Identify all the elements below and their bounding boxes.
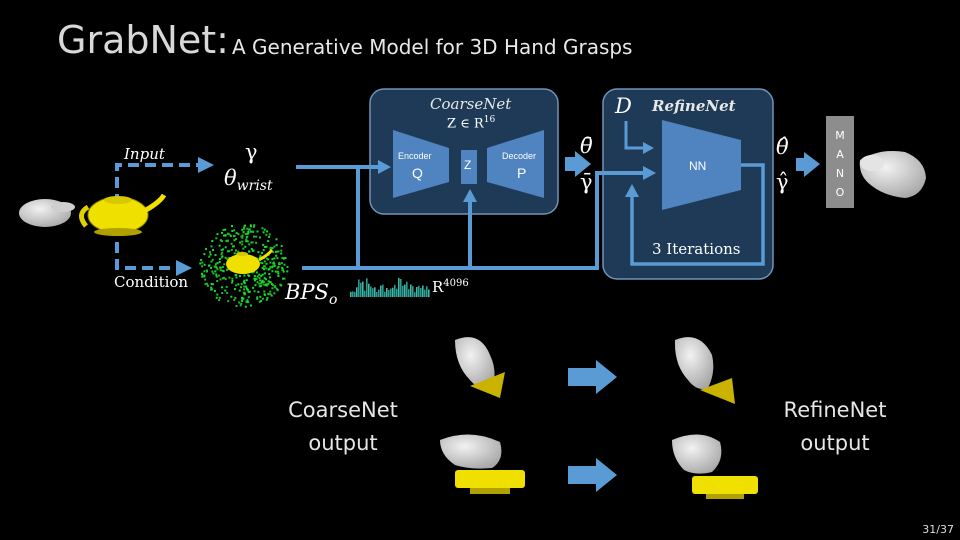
gamma-symbol: γ bbox=[245, 140, 258, 164]
bps-dimension: R4096 bbox=[432, 278, 469, 296]
iterations-label: 3 Iterations bbox=[652, 240, 741, 258]
bps-histogram bbox=[350, 278, 430, 297]
decoder-letter: P bbox=[517, 165, 527, 181]
teapot-hand-image bbox=[19, 193, 167, 236]
bps-symbol: BPSo bbox=[285, 280, 338, 309]
coarse-output-image-2 bbox=[440, 434, 525, 494]
coarsenet-title: CoarseNet bbox=[430, 95, 512, 113]
condition-dashed-arrow bbox=[115, 225, 178, 270]
z-block bbox=[461, 150, 477, 184]
refine-output-arrow bbox=[804, 152, 820, 177]
encoder-block bbox=[393, 130, 449, 198]
coarse-output-arrow bbox=[575, 151, 591, 177]
d-label: D bbox=[615, 94, 632, 118]
decoder-label: Decoder bbox=[502, 151, 537, 161]
compare-arrow-2 bbox=[596, 458, 617, 492]
coarse-gamma-bar: γ̄ bbox=[580, 170, 593, 194]
coarse-output-image-1 bbox=[455, 337, 505, 398]
refine-theta-hat: θ̂ bbox=[776, 135, 789, 159]
mano-label: M A N O bbox=[835, 129, 845, 199]
mano-box bbox=[826, 116, 854, 208]
input-dashed-arrow bbox=[115, 163, 200, 205]
encoder-label: Encoder bbox=[398, 151, 432, 161]
refine-output-image-1 bbox=[674, 337, 735, 404]
coarse-theta-bar: θ̄ bbox=[580, 134, 593, 158]
latent-space-label: Z ∈ R16 bbox=[447, 115, 496, 132]
page-title: GrabNet: bbox=[57, 18, 229, 62]
page-subtitle: A Generative Model for 3D Hand Grasps bbox=[232, 35, 633, 59]
z-letter: Z bbox=[464, 158, 472, 172]
compare-arrow-1 bbox=[596, 360, 617, 394]
d-arrow bbox=[624, 121, 645, 150]
page-number: 31/37 bbox=[922, 523, 954, 536]
bps-main-line bbox=[302, 171, 613, 270]
condition-label: Condition bbox=[114, 273, 189, 291]
input-label: Input bbox=[124, 145, 165, 163]
encoder-letter: Q bbox=[412, 165, 423, 181]
mano-output-hand-image bbox=[859, 151, 926, 198]
refinenet-output-label: RefineNet output bbox=[783, 398, 887, 455]
nn-block bbox=[662, 120, 741, 210]
coarsenet-output-label: CoarseNet output bbox=[288, 398, 398, 455]
decoder-block bbox=[487, 130, 544, 198]
refine-gamma-hat: γ̂ bbox=[776, 170, 789, 194]
nn-label: NN bbox=[689, 159, 707, 173]
theta-wrist-symbol: θwrist bbox=[224, 166, 273, 195]
pointcloud-teapot bbox=[226, 249, 274, 274]
iteration-loop bbox=[630, 163, 765, 266]
refine-output-image-2 bbox=[672, 434, 758, 499]
refinenet-title: RefineNet bbox=[652, 97, 736, 115]
